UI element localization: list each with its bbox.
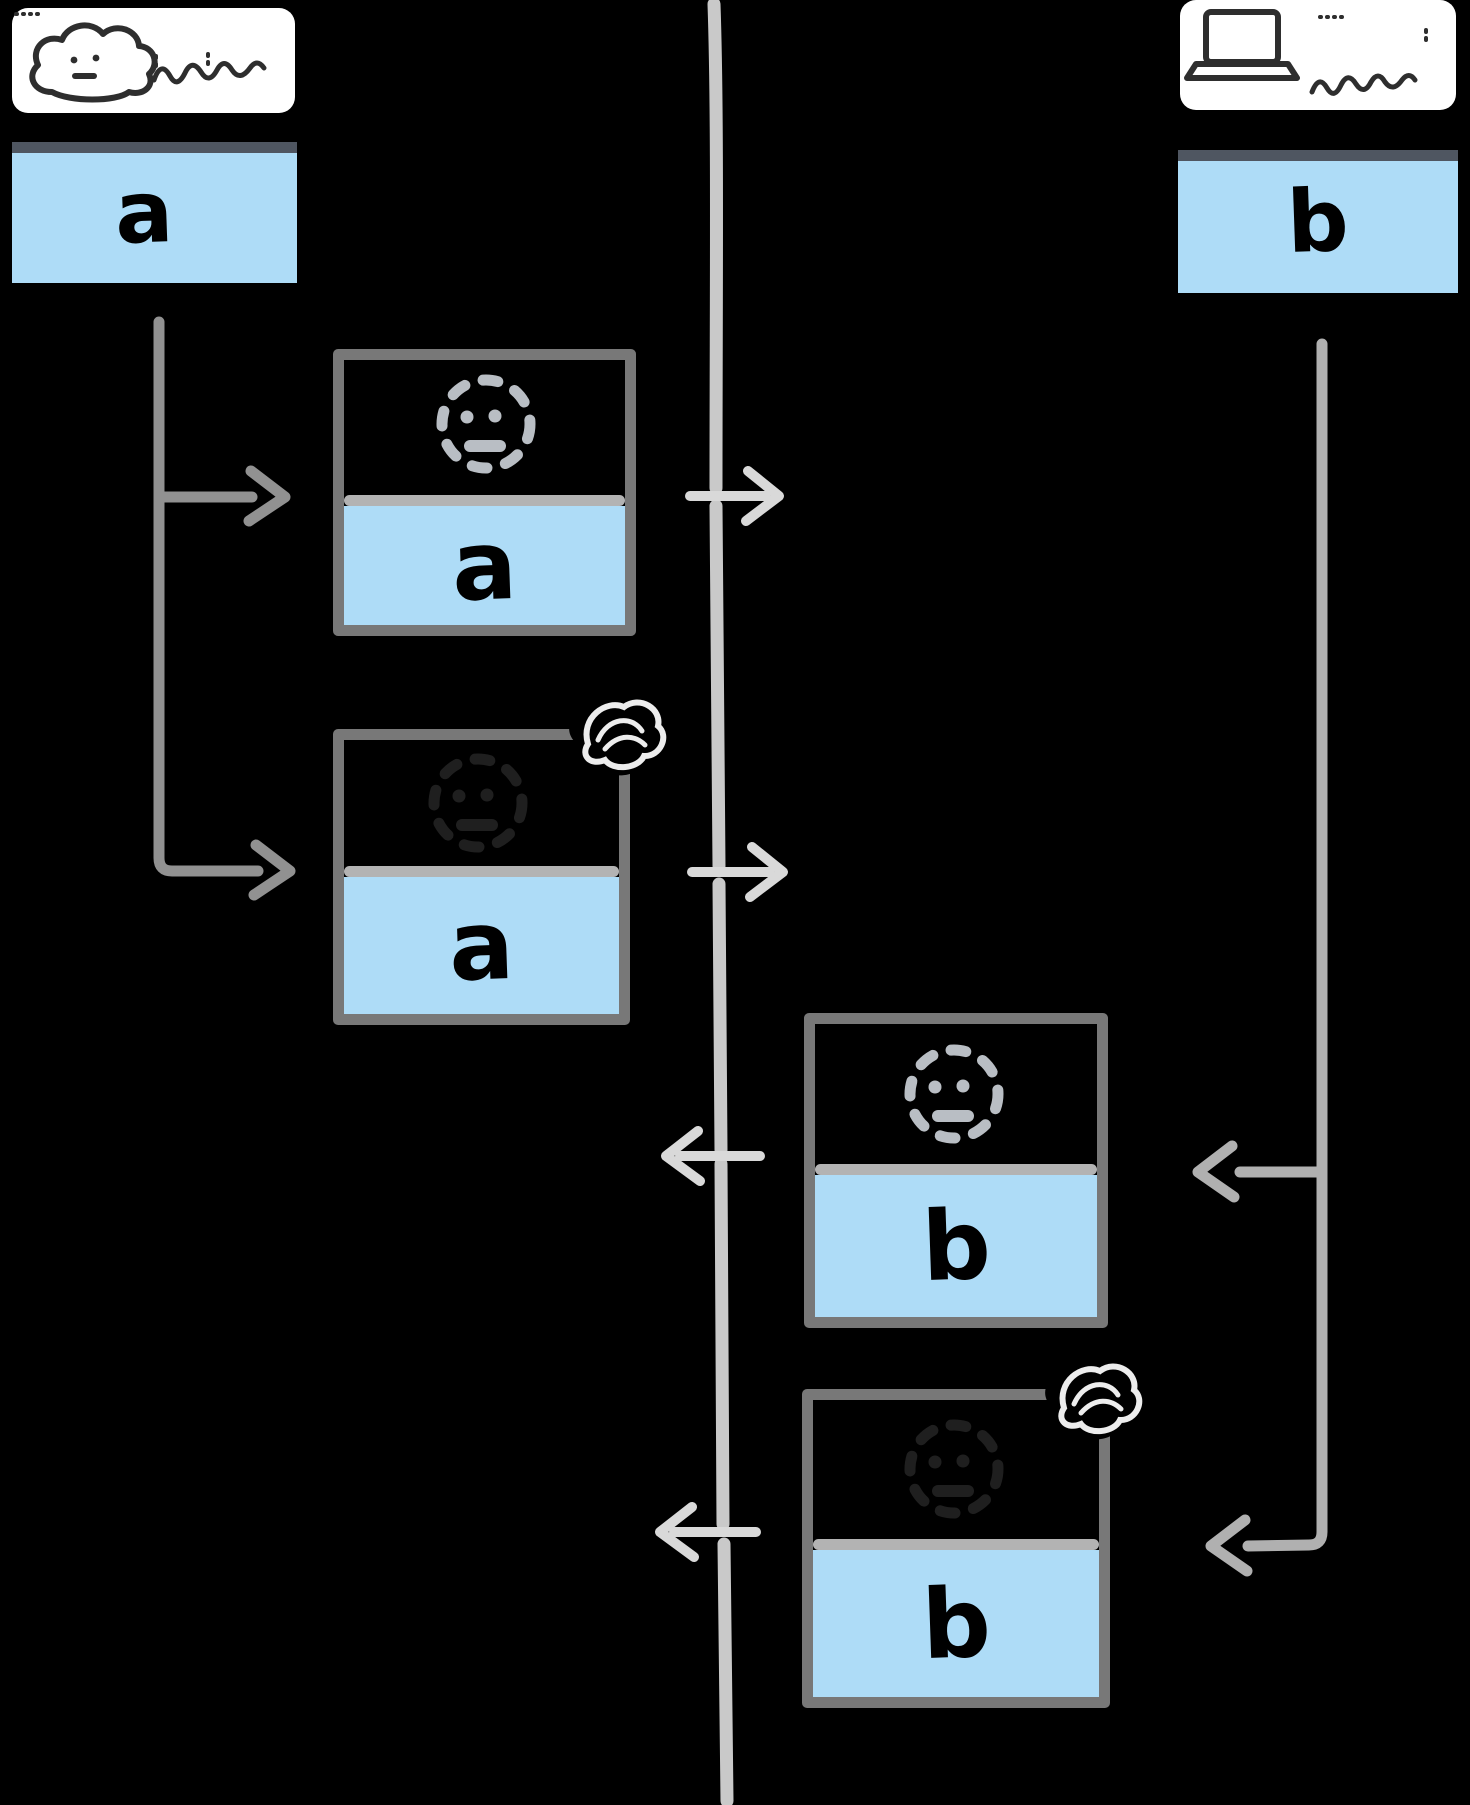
branch-label-a: a	[113, 161, 176, 264]
arrowhead-right-icon	[243, 465, 291, 527]
commit-content-section: b	[815, 1175, 1097, 1317]
commit-id-section	[815, 1024, 1097, 1164]
handwriting-squiggle	[151, 60, 267, 85]
right-branch-line	[1192, 338, 1328, 1577]
laptop-icon	[1184, 9, 1428, 96]
commit-divider	[815, 1164, 1097, 1175]
merge-arrow-right-icon	[687, 842, 788, 902]
handwriting-squiggle	[1309, 73, 1418, 96]
commit-content-section: b	[813, 1550, 1099, 1697]
merge-arrow-left-icon	[655, 1502, 761, 1562]
cloud-label-card	[12, 8, 295, 113]
commit-content-label: a	[450, 508, 519, 623]
head-box-top-bar	[1178, 150, 1458, 162]
commit-divider	[813, 1539, 1099, 1550]
head-box-b: b	[1178, 150, 1458, 293]
commit-content-section: a	[344, 506, 625, 625]
head-box-top-bar	[12, 142, 297, 154]
commit-box-right-1: b	[804, 1013, 1108, 1328]
commit-box-left-1: a	[333, 349, 636, 636]
commit-content-section: a	[344, 877, 619, 1014]
arrowhead-left-icon	[1192, 1140, 1240, 1203]
laptop-label-card	[1180, 0, 1456, 110]
left-branch-line	[153, 316, 296, 901]
commit-content-label: a	[447, 888, 516, 1003]
head-box-fill	[1178, 161, 1458, 293]
arrowhead-right-icon	[248, 839, 296, 901]
branch-label-b: b	[1285, 170, 1351, 273]
commit-id-section	[344, 360, 625, 495]
commit-box-right-2: b	[802, 1389, 1110, 1708]
cloud-icon	[14, 12, 267, 103]
arrowhead-left-icon	[1205, 1514, 1253, 1577]
head-box-a: a	[12, 142, 297, 283]
timeline-line	[707, 0, 734, 1805]
commit-content-label: b	[919, 1188, 993, 1304]
commit-id-section	[344, 740, 619, 866]
commit-divider	[344, 495, 625, 506]
merge-arrow-right-icon	[685, 466, 784, 526]
commit-box-left-2: a	[333, 729, 630, 1025]
commit-divider	[344, 866, 619, 877]
commit-id-section	[813, 1400, 1099, 1539]
commit-content-label: b	[919, 1566, 993, 1681]
merge-arrow-left-icon	[661, 1126, 765, 1186]
head-box-fill	[12, 153, 297, 283]
